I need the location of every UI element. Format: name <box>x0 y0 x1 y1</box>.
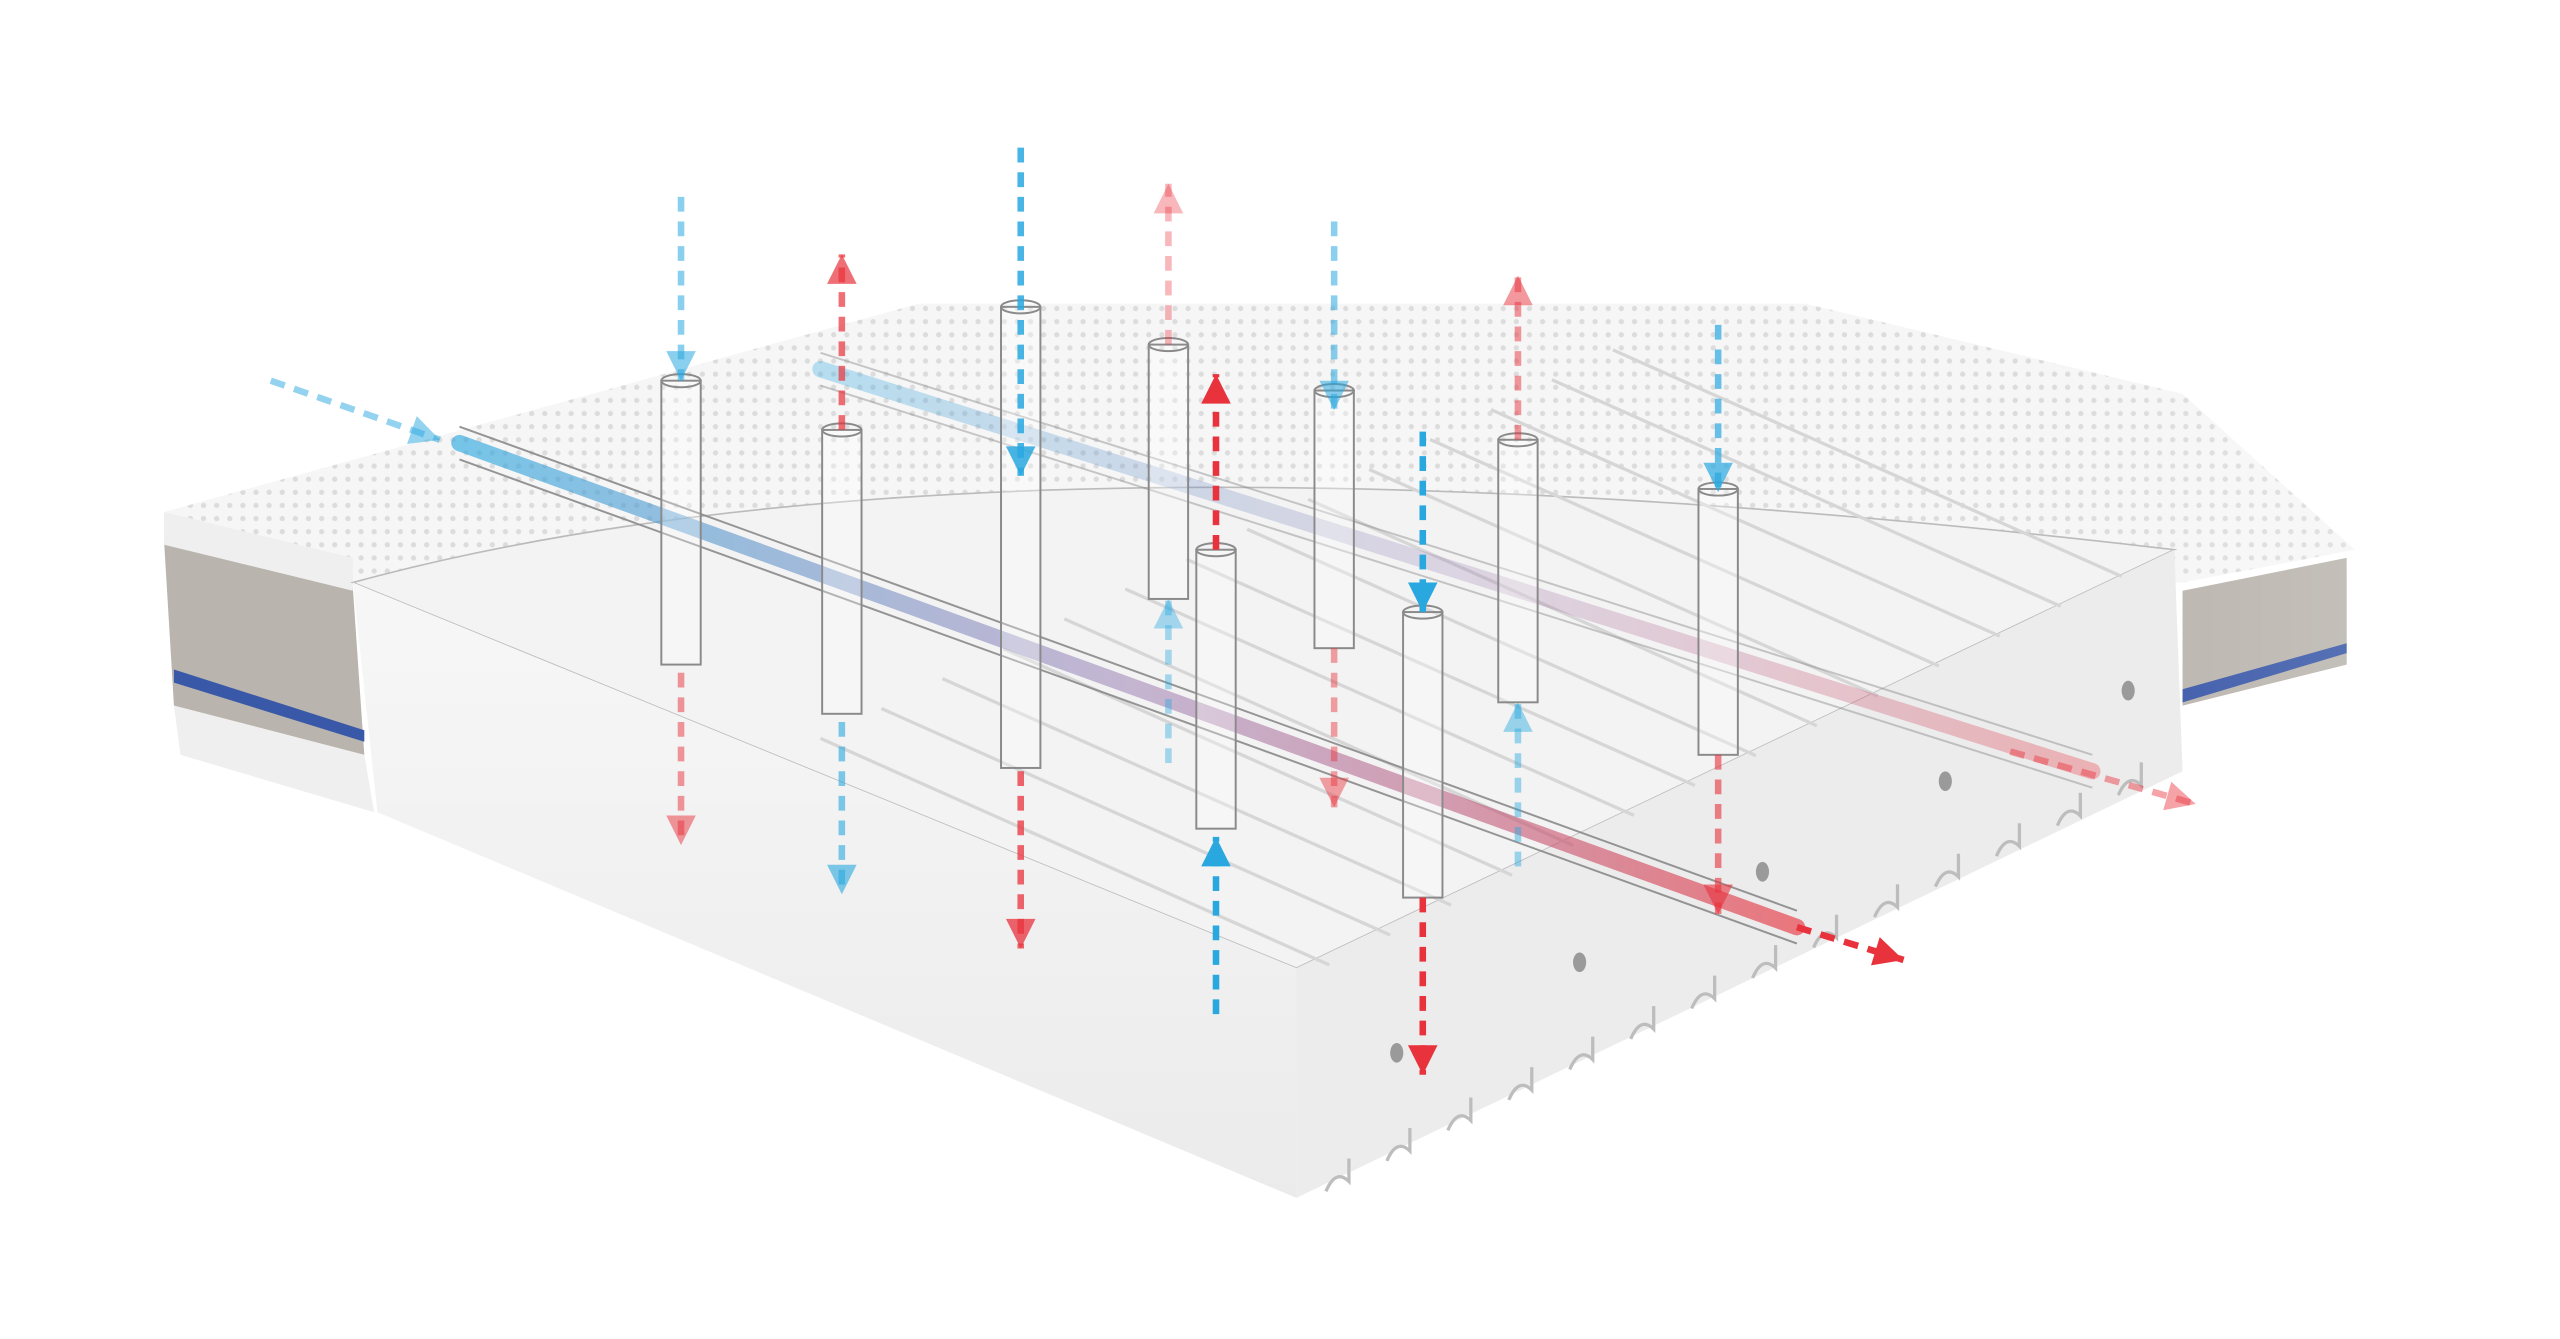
side-groove-notch <box>1873 884 1900 918</box>
side-groove-notch <box>1324 1158 1351 1192</box>
top-groove-line <box>1246 527 1757 758</box>
side-groove-notch <box>1994 823 2022 857</box>
horizontal-channel-flow <box>812 361 2101 780</box>
top-groove-line <box>1185 557 1696 788</box>
vertical-channel <box>1195 548 1237 830</box>
warm-air-arrow-out-head-icon <box>1005 918 1036 949</box>
foam-front-face <box>352 582 1297 1198</box>
channel-hole <box>2121 680 2135 701</box>
horizontal-channel-edge <box>820 351 2093 756</box>
warm-air-arrow-out-head-icon <box>1503 275 1533 306</box>
cool-air-arrow-in-head-icon <box>1503 702 1533 732</box>
cover-side-band-left <box>164 541 365 755</box>
channel-hole <box>1755 861 1770 882</box>
top-groove-line <box>1490 408 2001 638</box>
warm-air-arrow-out-head-icon <box>1319 777 1349 808</box>
cover-stripe-left <box>173 669 365 742</box>
side-groove-notch <box>1568 1036 1595 1071</box>
top-groove-line <box>1307 497 1818 728</box>
vertical-channel <box>1147 343 1190 600</box>
channel-hole <box>1938 771 1952 792</box>
warm-air-arrow-out-side-line <box>1795 923 1905 964</box>
side-groove-notch <box>1507 1067 1534 1101</box>
warm-air-arrow-out-head-icon <box>1408 1045 1438 1075</box>
warm-air-arrow-out-side-head-icon <box>1871 937 1904 966</box>
horizontal-channel-edge <box>459 458 1798 945</box>
cool-air-arrow-in-head-icon <box>666 351 696 381</box>
vertical-channel <box>821 428 863 715</box>
vertical-channel <box>1313 389 1355 650</box>
vertical-channel <box>1497 438 1539 704</box>
top-groove-line <box>1612 348 2123 578</box>
top-groove-line <box>880 707 1391 937</box>
warm-air-arrow-out-head-icon <box>1703 884 1733 914</box>
warm-air-arrow-out-head-icon <box>1201 374 1231 404</box>
horizontal-channel-edge <box>459 425 1798 912</box>
top-groove-line <box>1429 438 1940 668</box>
cool-air-arrow-in-side-head-icon <box>407 416 440 444</box>
side-groove-notch <box>1446 1097 1473 1132</box>
cool-air-arrow-in-head-icon <box>1201 836 1231 867</box>
vertical-channel <box>660 379 702 666</box>
horizontal-channel-flow <box>451 434 1806 936</box>
ventilation-channels <box>451 299 2101 945</box>
cool-air-arrow-in-head-icon <box>1005 446 1036 476</box>
cover-bottom-left <box>173 705 375 813</box>
vertical-channel <box>1697 488 1739 756</box>
side-groove-notch <box>2055 792 2082 827</box>
side-groove-notch <box>1385 1128 1412 1162</box>
top-groove-line <box>1124 587 1635 817</box>
channel-hole <box>1390 1042 1404 1063</box>
foam-right-face <box>1296 549 2183 1198</box>
top-groove-line <box>819 736 1330 967</box>
warm-air-arrow-out-head-icon <box>1153 183 1184 214</box>
top-groove-line <box>1551 378 2062 608</box>
cool-air-arrow-in-head-icon <box>827 864 857 895</box>
cool-air-arrow-in-head-icon <box>1319 380 1349 411</box>
cover-side-quilt-left <box>164 511 353 591</box>
cool-air-arrow-in-head-icon <box>1408 582 1438 613</box>
cool-air-arrow-in-head-icon <box>1153 598 1184 629</box>
channel-hole <box>1573 952 1587 973</box>
top-groove-line <box>1368 467 1879 698</box>
cool-air-arrow-in-head-icon <box>1703 462 1733 493</box>
airflow-arrows <box>269 147 2197 1075</box>
vertical-channel <box>1402 611 1444 899</box>
side-groove-notch <box>1751 945 1778 979</box>
warm-air-arrow-out-side-head-icon <box>2163 781 2196 811</box>
warm-air-arrow-out-head-icon <box>666 815 696 846</box>
side-groove-notch <box>1629 1006 1656 1040</box>
vertical-channel-top <box>1147 337 1190 353</box>
warm-air-arrow-out-side-line <box>2009 748 2197 808</box>
side-groove-notch <box>1933 853 1961 888</box>
side-groove-notch <box>1690 975 1717 1010</box>
warm-air-arrow-out-head-icon <box>827 254 857 284</box>
horizontal-channel-edge <box>820 384 2093 789</box>
cool-air-arrow-in-side-line <box>269 377 441 443</box>
side-groove-notch <box>2116 762 2143 796</box>
